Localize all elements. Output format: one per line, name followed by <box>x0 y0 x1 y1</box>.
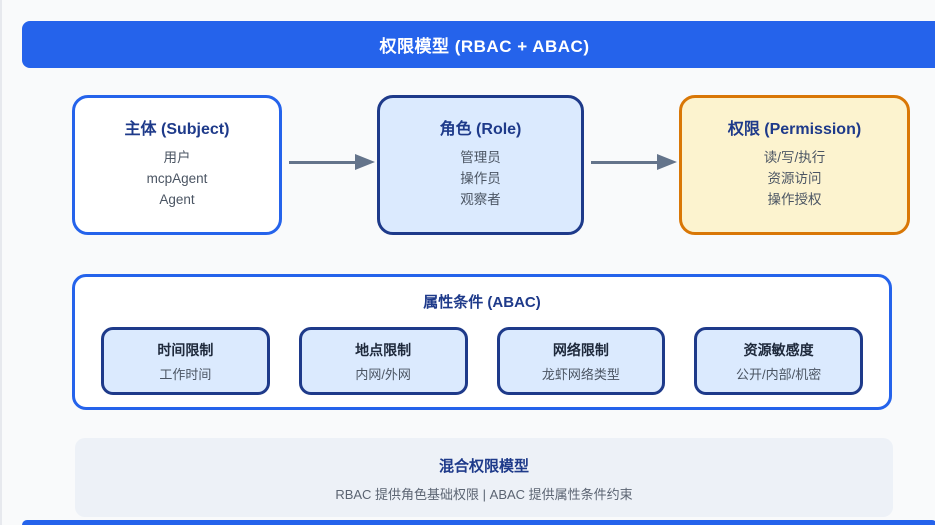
summary-description: RBAC 提供角色基础权限 | ABAC 提供属性条件约束 <box>335 487 633 502</box>
permission-item: 资源访问 <box>767 171 822 186</box>
arrow-head <box>657 154 677 170</box>
hybrid-model-summary: 混合权限模型 RBAC 提供角色基础权限 | ABAC 提供属性条件约束 <box>75 438 893 517</box>
condition-subtitle: 龙虾网络类型 <box>541 367 620 382</box>
diagram-header-bar: 权限模型 (RBAC + ABAC) <box>22 21 935 68</box>
role-box-items: 管理员 操作员 观察者 <box>380 147 581 210</box>
condition-subtitle: 内网/外网 <box>355 367 411 382</box>
condition-title: 资源敏感度 <box>743 342 814 358</box>
next-section-bar <box>22 520 935 525</box>
permission-item: 操作授权 <box>767 192 822 207</box>
role-item: 观察者 <box>460 192 501 207</box>
permission-box-title: 权限 (Permission) <box>727 121 862 138</box>
role-box-title: 角色 (Role) <box>439 121 522 138</box>
condition-box-location: 地点限制 内网/外网 <box>298 327 468 395</box>
condition-title: 地点限制 <box>355 342 412 358</box>
condition-title: 网络限制 <box>552 342 609 358</box>
condition-subtitle: 工作时间 <box>159 367 212 382</box>
subject-item: mcpAgent <box>146 171 208 186</box>
permission-item: 读/写/执行 <box>763 150 826 165</box>
subject-item: 用户 <box>163 150 191 165</box>
abac-title: 属性条件 (ABAC) <box>423 294 541 311</box>
abac-condition-row: 时间限制 工作时间 地点限制 内网/外网 网络限制 龙虾网络类型 资源敏感度 公… <box>75 327 889 395</box>
subject-box: 主体 (Subject) 用户 mcpAgent Agent <box>72 95 282 235</box>
arrow-subject-to-role-icon <box>289 154 375 171</box>
condition-subtitle: 公开/内部/机密 <box>736 367 822 382</box>
role-box: 角色 (Role) 管理员 操作员 观察者 <box>377 95 584 235</box>
role-item: 管理员 <box>460 150 501 165</box>
condition-title: 时间限制 <box>157 342 214 358</box>
arrow-shaft <box>289 161 355 164</box>
subject-box-title: 主体 (Subject) <box>124 121 230 138</box>
condition-box-time: 时间限制 工作时间 <box>101 327 270 395</box>
permission-box-items: 读/写/执行 资源访问 操作授权 <box>682 147 907 210</box>
condition-box-network: 网络限制 龙虾网络类型 <box>496 327 666 395</box>
condition-box-sensitivity: 资源敏感度 公开/内部/机密 <box>694 327 863 395</box>
subject-item: Agent <box>159 192 195 207</box>
role-item: 操作员 <box>460 171 501 186</box>
arrow-shaft <box>591 161 657 164</box>
arrow-role-to-permission-icon <box>591 154 677 171</box>
diagram-title: 权限模型 (RBAC + ABAC) <box>379 37 590 56</box>
arrow-head <box>355 154 375 170</box>
subject-box-items: 用户 mcpAgent Agent <box>75 147 279 210</box>
summary-title: 混合权限模型 <box>438 458 529 475</box>
abac-container: 属性条件 (ABAC) 时间限制 工作时间 地点限制 内网/外网 网络限制 龙虾… <box>72 274 892 410</box>
permission-box: 权限 (Permission) 读/写/执行 资源访问 操作授权 <box>679 95 910 235</box>
